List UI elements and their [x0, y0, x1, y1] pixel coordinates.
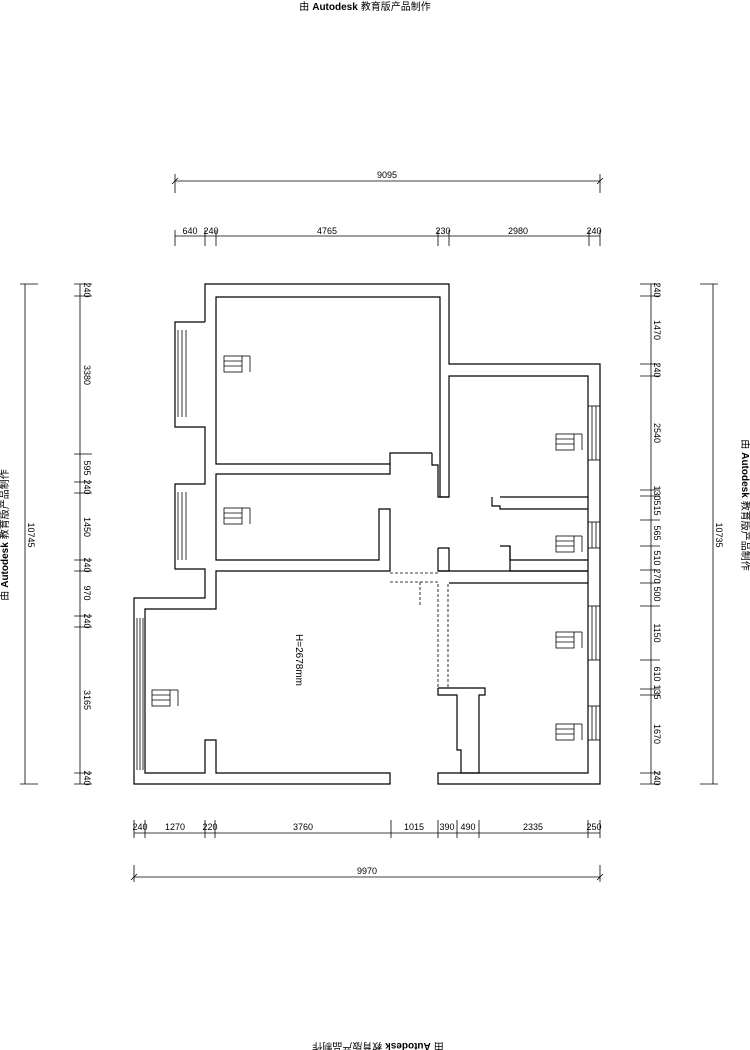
dim-left-segments: 240 3380 595 240 1450 240 970 240 3165 2…	[74, 282, 92, 786]
inner-wall-closet2	[509, 546, 588, 561]
inner-wall-bath	[437, 687, 486, 774]
svg-text:240: 240	[132, 822, 147, 832]
svg-text:515: 515	[652, 500, 662, 515]
svg-text:3760: 3760	[293, 822, 313, 832]
window-left-lower	[136, 618, 144, 770]
window-right-1	[587, 405, 601, 461]
svg-text:240: 240	[203, 226, 218, 236]
radiator-symbol	[555, 535, 583, 553]
svg-text:10745: 10745	[26, 522, 36, 547]
svg-text:390: 390	[439, 822, 454, 832]
svg-text:4765: 4765	[317, 226, 337, 236]
window-right-3	[587, 605, 601, 661]
svg-text:130: 130	[652, 485, 662, 500]
svg-text:2540: 2540	[652, 423, 662, 443]
svg-text:240: 240	[82, 282, 92, 297]
svg-text:10735: 10735	[714, 522, 724, 547]
inner-wall-mid	[437, 547, 450, 572]
watermark-right: 由Autodesk教育版产品制作	[739, 439, 750, 571]
inner-wall-upper-right-bottom	[491, 497, 588, 510]
inner-wall-center	[431, 453, 449, 498]
svg-text:240: 240	[652, 770, 662, 785]
svg-text:240: 240	[586, 226, 601, 236]
svg-text:220: 220	[202, 822, 217, 832]
svg-text:640: 640	[182, 226, 197, 236]
svg-text:2335: 2335	[523, 822, 543, 832]
dashed-openings	[390, 572, 449, 688]
svg-text:135: 135	[652, 684, 662, 699]
radiator-symbols	[151, 355, 583, 741]
watermark-bottom: 由Autodesk教育版产品制作	[312, 1040, 444, 1050]
dim-bottom-segments: 240 1270 220 3760 1015 390 490 2335 250	[132, 820, 602, 838]
windows	[136, 330, 601, 770]
dim-top-total: 9095	[171, 170, 604, 193]
svg-text:240: 240	[652, 282, 662, 297]
radiator-symbol	[223, 355, 251, 373]
radiator-symbol	[151, 689, 179, 707]
outer-wall-left-mid	[133, 464, 391, 785]
svg-text:3380: 3380	[82, 365, 92, 385]
svg-text:500: 500	[652, 586, 662, 601]
radiator-symbol	[555, 433, 583, 451]
svg-text:1150: 1150	[652, 623, 662, 642]
watermark-left: 由Autodesk教育版产品制作	[0, 469, 11, 601]
svg-text:270: 270	[652, 568, 662, 583]
radiator-symbol	[555, 631, 583, 649]
outer-wall-top-left	[204, 283, 601, 785]
svg-text:250: 250	[586, 822, 601, 832]
svg-text:240: 240	[82, 557, 92, 572]
svg-text:9970: 9970	[357, 866, 377, 876]
svg-text:610: 610	[652, 666, 662, 681]
outer-wall-left-upper	[174, 321, 206, 464]
dim-right-total: 10735	[700, 283, 724, 785]
svg-text:1015: 1015	[404, 822, 424, 832]
walls	[133, 283, 601, 785]
radiator-symbol	[555, 723, 583, 741]
dim-left-total: 10745	[20, 283, 38, 785]
svg-text:565: 565	[652, 525, 662, 540]
dim-bottom-total: 9970	[130, 865, 604, 882]
svg-text:240: 240	[82, 770, 92, 785]
inner-wall-closet	[500, 545, 588, 572]
svg-text:1270: 1270	[165, 822, 185, 832]
svg-text:970: 970	[82, 585, 92, 600]
svg-text:595: 595	[82, 460, 92, 475]
svg-text:490: 490	[460, 822, 475, 832]
svg-text:240: 240	[652, 362, 662, 377]
svg-text:240: 240	[82, 479, 92, 494]
svg-text:510: 510	[652, 550, 662, 565]
window-left-upper	[177, 330, 187, 417]
radiator-symbol	[223, 507, 251, 525]
ceiling-height-label: H=2678mm	[293, 634, 304, 686]
svg-text:3165: 3165	[82, 690, 92, 710]
dim-top-segments: 640 240 4765 230 2980 240	[174, 226, 602, 246]
svg-text:9095: 9095	[377, 170, 397, 180]
svg-text:1670: 1670	[652, 724, 662, 744]
svg-text:2980: 2980	[508, 226, 528, 236]
window-right-4	[587, 705, 601, 741]
svg-text:1470: 1470	[652, 320, 662, 340]
window-right-2	[587, 521, 601, 549]
svg-text:240: 240	[82, 613, 92, 628]
window-left-mid	[177, 492, 187, 560]
dim-right-segments: 240 1470 240 2540 130 515 565 510 270 50…	[640, 282, 662, 786]
svg-text:1450: 1450	[82, 517, 92, 537]
svg-text:230: 230	[435, 226, 450, 236]
